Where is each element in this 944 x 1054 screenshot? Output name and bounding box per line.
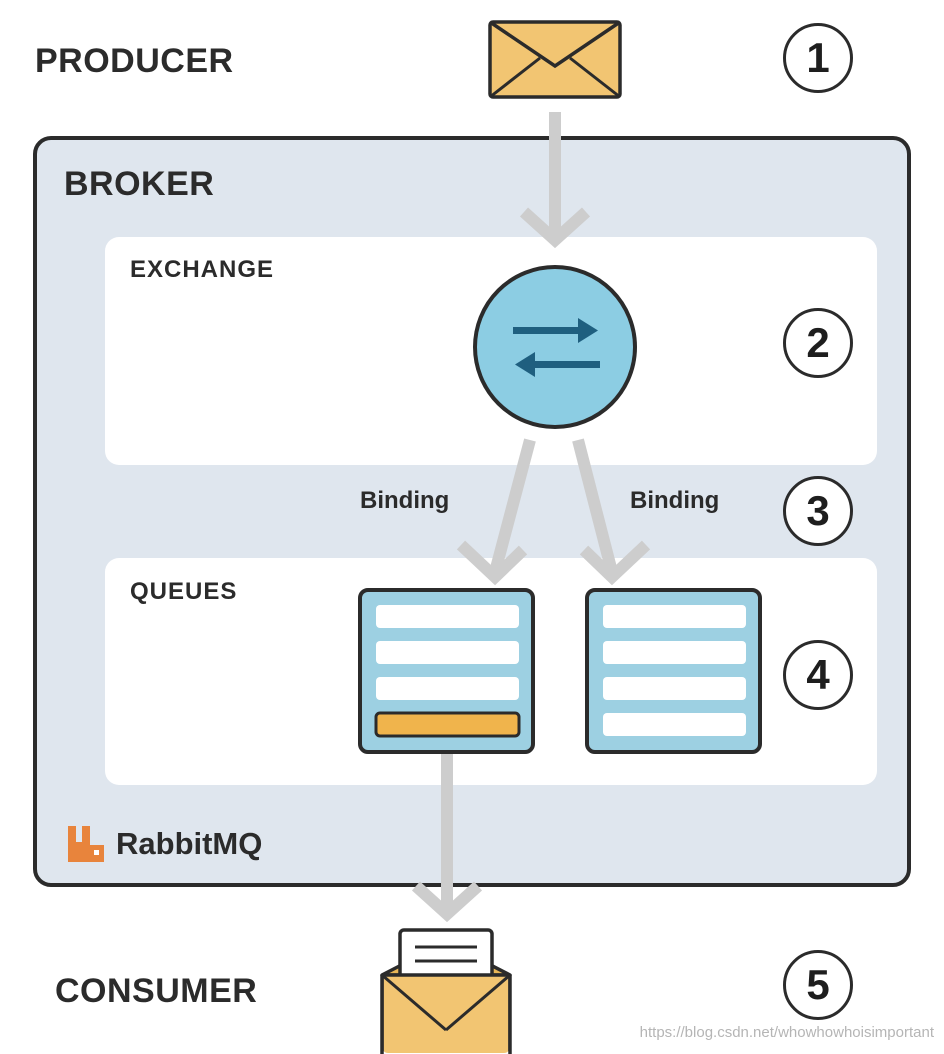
step-4-badge: 4: [783, 640, 853, 710]
queue-1: [358, 588, 535, 754]
exchange-icon: [473, 265, 637, 429]
step-5-badge: 5: [783, 950, 853, 1020]
arrow-binding-left: [456, 438, 536, 586]
producer-label: PRODUCER: [35, 42, 234, 80]
step-3-badge: 3: [783, 476, 853, 546]
queue-2: [585, 588, 762, 754]
producer-envelope-icon: [488, 20, 622, 99]
watermark-text: https://blog.csdn.net/whowhowhoisimporta…: [639, 1024, 934, 1041]
exchange-label: EXCHANGE: [130, 256, 275, 283]
queued-message: [374, 711, 521, 738]
broker-label: BROKER: [64, 165, 215, 203]
arrow-producer-to-exchange: [519, 112, 591, 249]
consumer-envelope-icon: [380, 928, 512, 1054]
rabbitmq-brand-label: RabbitMQ: [116, 826, 263, 861]
arrow-queue-to-consumer: [411, 752, 483, 923]
binding-label-right: Binding: [630, 487, 720, 514]
step-1-badge: 1: [783, 23, 853, 93]
queues-label: QUEUES: [130, 578, 238, 605]
rabbitmq-logo-icon: [68, 826, 104, 862]
consumer-label: CONSUMER: [55, 972, 258, 1010]
step-2-badge: 2: [783, 308, 853, 378]
arrow-binding-right: [572, 438, 651, 586]
binding-label-left: Binding: [360, 487, 450, 514]
